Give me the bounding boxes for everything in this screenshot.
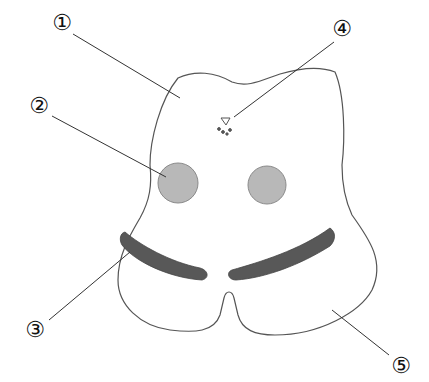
leader-line [332, 310, 389, 355]
red-nucleus [158, 163, 198, 203]
leader-line [52, 116, 166, 177]
substantia-nigra [229, 228, 335, 280]
callout-number: ① [52, 12, 72, 34]
callout-number: ⑤ [391, 355, 411, 377]
leader-line [73, 34, 180, 98]
aqueduct-dot [229, 129, 232, 132]
aqueduct-dot [222, 131, 225, 134]
midbrain-outline [118, 68, 377, 335]
aqueduct-dot [226, 133, 228, 135]
aqueduct-symbol [221, 118, 230, 125]
leader-line [49, 252, 130, 320]
red-nucleus [248, 166, 286, 204]
leader-line [234, 42, 334, 117]
callout-number: ④ [332, 18, 352, 40]
callout-number: ③ [25, 319, 45, 341]
leader-lines [49, 34, 389, 355]
aqueduct-dot [218, 128, 221, 131]
cerebral-aqueduct [218, 118, 232, 135]
substantia-nigra [120, 232, 207, 280]
callout-number: ② [29, 95, 49, 117]
